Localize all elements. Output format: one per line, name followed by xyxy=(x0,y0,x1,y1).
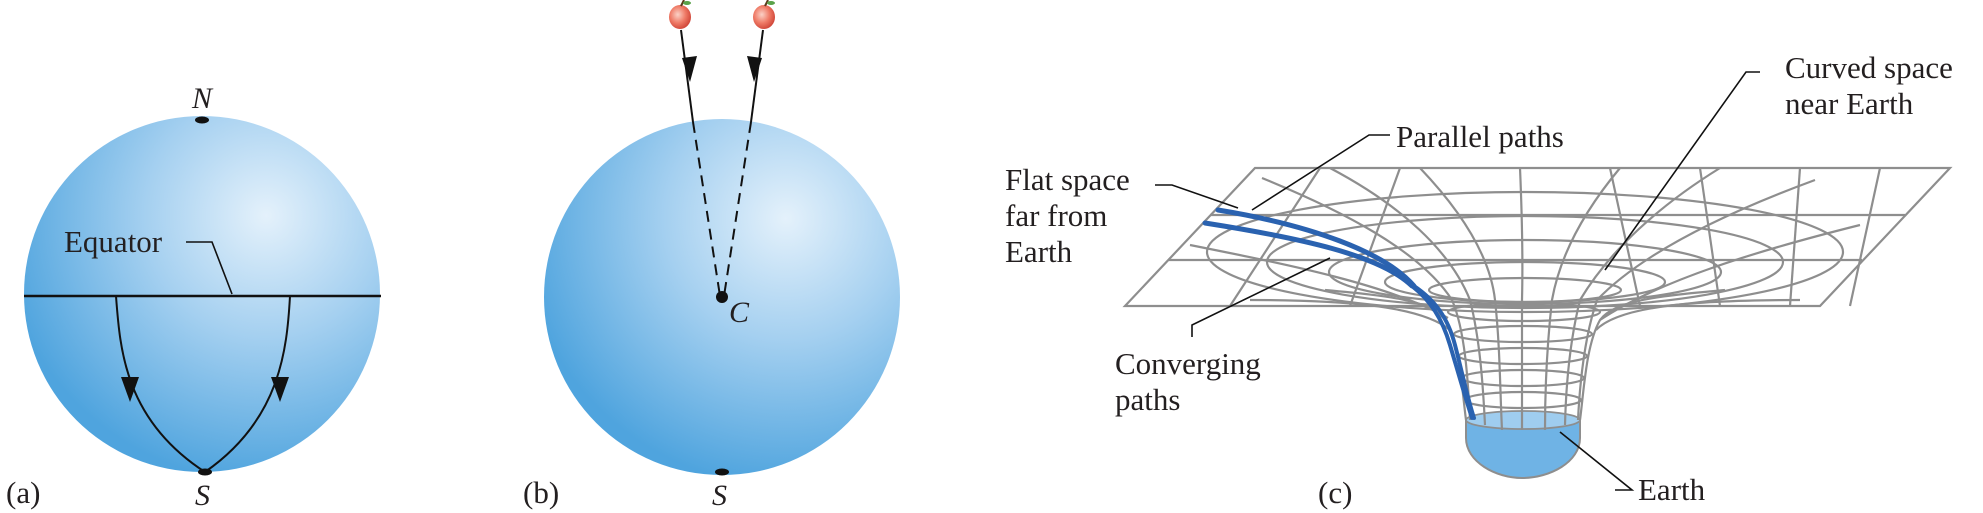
north-label: N xyxy=(191,82,214,115)
right-geodesic-arrow xyxy=(271,377,289,402)
equator-label: Equator xyxy=(64,224,163,259)
parallel-paths-label: Parallel paths xyxy=(1396,119,1564,154)
left-geodesic-arrow xyxy=(121,377,139,402)
right-dashed-path xyxy=(723,121,752,297)
converging-label-1: Converging xyxy=(1115,346,1261,381)
parallel-blue-paths xyxy=(1202,207,1417,289)
right-fall-path xyxy=(750,29,764,123)
caption-c: (c) xyxy=(1318,475,1352,510)
apple-right-icon xyxy=(753,0,775,29)
sphere-a xyxy=(24,116,380,472)
flat-space-label-1: Flat space xyxy=(1005,162,1130,197)
blue-path-outer xyxy=(1202,220,1415,289)
earth-well xyxy=(1465,419,1581,480)
flat-space-label-3: Earth xyxy=(1005,234,1073,269)
earth-leader xyxy=(1559,431,1635,491)
caption-a: (a) xyxy=(6,475,40,510)
earth-label: Earth xyxy=(1638,472,1706,507)
panel-b: C S (b) xyxy=(523,0,900,512)
caption-b: (b) xyxy=(523,475,559,510)
apple-left-icon xyxy=(669,0,691,29)
flat-space-sheet xyxy=(1122,166,1953,308)
funnel-walls xyxy=(1324,288,1726,421)
south-label-b: S xyxy=(712,479,727,512)
parallel-leader xyxy=(1251,134,1390,211)
radial-lines xyxy=(1189,167,1861,431)
south-pole-dot-b xyxy=(715,468,729,476)
panel-c: Parallel paths Curved space near Earth F… xyxy=(1005,50,1953,510)
panel-a: Equator N S (a) xyxy=(6,82,381,512)
blue-path-inner xyxy=(1215,207,1417,289)
flat-space-label-2: far from xyxy=(1005,198,1107,233)
south-label-a: S xyxy=(195,479,210,512)
center-label: C xyxy=(729,296,750,329)
left-dashed-path xyxy=(692,121,721,297)
right-fall-arrow xyxy=(747,56,762,82)
curved-space-leader xyxy=(1604,71,1760,271)
converging-blue-paths xyxy=(1410,284,1476,420)
converging-label-2: paths xyxy=(1115,382,1180,417)
left-fall-path xyxy=(680,29,694,123)
north-pole-dot xyxy=(195,116,209,124)
curved-space-label-1: Curved space xyxy=(1785,50,1953,85)
leader-lines xyxy=(1155,71,1760,491)
south-pole-dot-a xyxy=(198,468,212,476)
converging-leader xyxy=(1191,257,1331,337)
center-dot xyxy=(716,291,728,303)
left-fall-arrow xyxy=(682,56,697,82)
flat-space-leader xyxy=(1155,184,1239,209)
curved-space-label-2: near Earth xyxy=(1785,86,1914,121)
equator-leader xyxy=(186,241,233,295)
